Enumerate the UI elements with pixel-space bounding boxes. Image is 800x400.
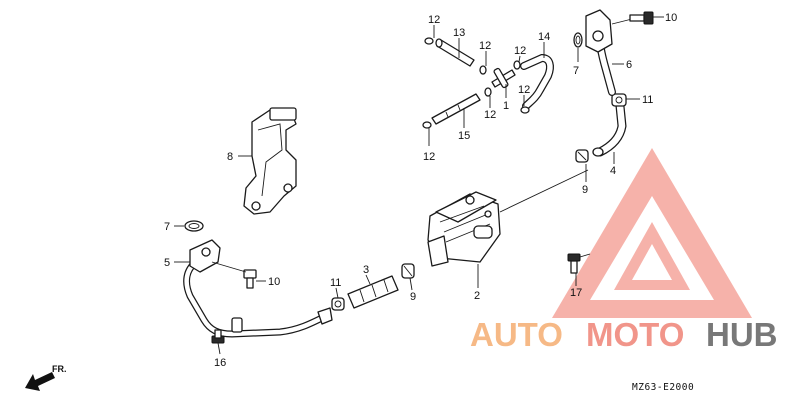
part-7-oring-right bbox=[573, 32, 583, 48]
callout-11-upper: 11 bbox=[642, 94, 653, 106]
part-16-bolt bbox=[211, 329, 225, 344]
part-3-hose bbox=[347, 275, 399, 309]
watermark-triangle-center bbox=[632, 244, 672, 280]
watermark-text: AUTO MOTO HUB bbox=[470, 316, 778, 353]
callout-1: 1 bbox=[503, 100, 509, 112]
part-8-bracket bbox=[243, 107, 297, 215]
part-12-clips bbox=[422, 37, 530, 129]
part-6-pipe bbox=[585, 9, 633, 96]
callouts: 12 13 12 12 14 12 1 12 15 12 7 6 11 10 4… bbox=[164, 12, 677, 369]
part-9-clip-upper bbox=[575, 149, 589, 163]
callout-2: 2 bbox=[474, 290, 480, 302]
callout-7-left: 7 bbox=[164, 221, 170, 233]
part-12-clip-f bbox=[422, 121, 432, 129]
callout-9-lower: 9 bbox=[410, 291, 416, 303]
callout-14: 14 bbox=[538, 31, 550, 43]
part-14-hose bbox=[520, 53, 554, 110]
callout-12-c: 12 bbox=[514, 45, 526, 57]
callout-16: 16 bbox=[214, 357, 226, 369]
part-10-bolt-right bbox=[629, 11, 654, 25]
part-4-hose bbox=[592, 101, 627, 157]
callout-4: 4 bbox=[610, 165, 616, 177]
part-12-clip-d bbox=[484, 87, 492, 97]
callout-12-b: 12 bbox=[479, 40, 491, 52]
callout-8: 8 bbox=[227, 151, 233, 163]
part-10-bolt-left bbox=[211, 261, 257, 289]
callout-6: 6 bbox=[626, 59, 632, 71]
drawing-code: MZ63-E2000 bbox=[632, 382, 694, 393]
part-2-valve bbox=[427, 191, 501, 267]
callout-7-right: 7 bbox=[573, 65, 579, 77]
part-13-pipe bbox=[435, 38, 475, 67]
part-12-clip-b bbox=[479, 65, 487, 75]
watermark-word-moto: MOTO bbox=[586, 316, 684, 353]
part-5-pipe bbox=[183, 239, 333, 338]
part-12-clip-c bbox=[513, 60, 521, 70]
callout-12-a: 12 bbox=[428, 14, 440, 26]
callout-3: 3 bbox=[363, 264, 369, 276]
callout-12-e: 12 bbox=[518, 84, 530, 96]
part-12-clip-e bbox=[520, 106, 530, 114]
part-9-clip-lower bbox=[401, 263, 415, 279]
callout-5: 5 bbox=[164, 257, 170, 269]
callout-17: 17 bbox=[570, 287, 582, 299]
callout-10-left: 10 bbox=[268, 276, 280, 288]
part-12-clip-a bbox=[424, 37, 434, 45]
part-15-pipe bbox=[431, 93, 481, 125]
callout-12-f: 12 bbox=[423, 151, 435, 163]
callout-10-right: 10 bbox=[665, 12, 677, 24]
part-11-clip-upper bbox=[611, 93, 627, 107]
callout-11-lower: 11 bbox=[330, 277, 341, 289]
part-11-clip-lower bbox=[331, 297, 345, 311]
callout-13: 13 bbox=[453, 27, 465, 39]
part-1-joint bbox=[491, 67, 516, 89]
leader-lines bbox=[174, 16, 664, 355]
watermark-logo bbox=[552, 148, 752, 318]
direction-label: FR. bbox=[52, 364, 67, 374]
part-17-bolt bbox=[567, 253, 591, 274]
callout-9-upper: 9 bbox=[582, 184, 588, 196]
part-7-oring-left bbox=[184, 220, 204, 232]
callout-12-d: 12 bbox=[484, 109, 496, 121]
watermark-word-auto: AUTO bbox=[470, 316, 563, 353]
front-direction-indicator: FR. bbox=[25, 364, 67, 391]
arrow-left-icon bbox=[25, 372, 55, 391]
callout-15: 15 bbox=[458, 130, 470, 142]
watermark-word-hub: HUB bbox=[706, 316, 778, 353]
leader-2-9 bbox=[499, 169, 589, 213]
